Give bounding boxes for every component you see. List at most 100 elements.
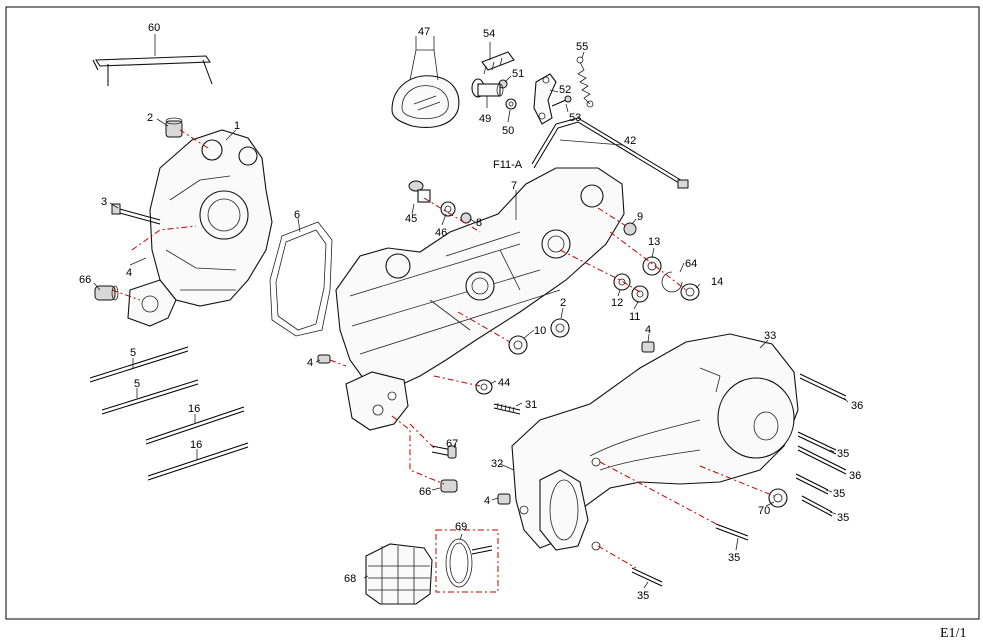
part-49-brake-cam [471, 78, 504, 98]
part-5-stud-upper [89, 346, 189, 383]
callout-45: 45 [405, 213, 417, 225]
callout-labels: 60 2 1 3 4 66 6 5 5 16 16 47 54 51 49 50… [79, 22, 863, 602]
part-5-stud-lower [101, 379, 199, 415]
page-code: E1/1 [940, 626, 966, 641]
part-35-bolt-d [715, 523, 749, 541]
part-45-bolt [408, 180, 431, 203]
part-13-bearing [642, 256, 662, 276]
part-44-washer [475, 379, 493, 395]
callout-9: 9 [637, 211, 643, 223]
callout-8: 8 [476, 217, 482, 229]
callout-1: 1 [234, 120, 240, 132]
part-6-gasket [269, 221, 333, 337]
callout-69: 69 [455, 521, 467, 533]
callout-11: 11 [629, 311, 640, 323]
callout-33: 33 [764, 330, 776, 342]
assembly-centerlines [111, 129, 775, 569]
part-9-bushing [623, 222, 637, 236]
callout-16: 16 [188, 403, 200, 415]
callout-13: 13 [648, 236, 660, 248]
callout-4: 4 [307, 357, 313, 369]
callout-4: 4 [484, 495, 490, 507]
part-10-oil-seal [508, 335, 528, 355]
part-60-tool [92, 55, 213, 86]
part-36-bolt-lower [797, 445, 847, 475]
part-50-washer [505, 98, 517, 110]
part-55-return-spring [576, 56, 594, 108]
callout-60: 60 [148, 22, 160, 34]
callout-2: 2 [147, 112, 153, 124]
part-69-callout-box [435, 529, 499, 593]
callout-36: 36 [851, 400, 863, 412]
callout-36: 36 [849, 470, 861, 482]
callout-5: 5 [134, 378, 140, 390]
callout-35: 35 [837, 512, 849, 524]
callout-4: 4 [126, 267, 132, 279]
part-70-oil-seal [768, 488, 788, 508]
callout-64: 64 [685, 258, 697, 270]
part-35-bolt-a [797, 431, 837, 455]
part-4-dowel-lower [497, 493, 511, 505]
callout-52: 52 [559, 84, 571, 96]
part-68-air-filter [365, 543, 433, 605]
callout-54: 54 [483, 28, 495, 40]
callout-68: 68 [344, 573, 356, 585]
callout-35: 35 [833, 488, 845, 500]
drawing-border [5, 6, 980, 620]
callout-f11-a: F11-A [493, 159, 523, 171]
callout-53: 53 [569, 112, 581, 124]
callout-6: 6 [294, 209, 300, 221]
part-42-rod [531, 117, 689, 189]
callout-16: 16 [190, 439, 202, 451]
callout-12: 12 [611, 297, 623, 309]
callout-49: 49 [479, 113, 491, 125]
leader-lines [93, 34, 849, 589]
part-11-bearing [631, 285, 649, 303]
callout-2: 2 [560, 297, 566, 309]
callout-42: 42 [624, 135, 636, 147]
callout-55: 55 [576, 41, 588, 53]
callout-66: 66 [419, 486, 431, 498]
callout-35: 35 [637, 590, 649, 602]
part-32-33-crankcase-cover [511, 333, 799, 551]
part-47-brake-shoes [391, 75, 460, 128]
callout-46: 46 [435, 227, 447, 239]
part-2-bushing [165, 117, 183, 138]
part-64-circlip [661, 271, 683, 293]
part-35-bolt-b [795, 473, 829, 495]
part-54-wear-indicator [481, 51, 515, 75]
callout-4: 4 [645, 324, 651, 336]
part-2-bushing-right [550, 318, 570, 338]
callout-10: 10 [534, 325, 546, 337]
part-52-brake-arm [533, 73, 557, 125]
part-14-oil-seal [680, 283, 700, 301]
callout-66: 66 [79, 274, 91, 286]
part-53-bolt [551, 95, 572, 107]
callout-35: 35 [837, 448, 849, 460]
part-12-bearing [613, 273, 631, 291]
part-46-washer [440, 201, 456, 217]
callout-5: 5 [130, 347, 136, 359]
callout-14: 14 [711, 276, 723, 288]
part-67-pin [431, 445, 457, 459]
part-1-left-crankcase [127, 129, 273, 327]
part-16-stud-lower [147, 442, 249, 481]
part-3-bolt [111, 203, 161, 225]
callout-32: 32 [491, 458, 503, 470]
part-8-plug [460, 212, 472, 224]
part-31-bolt [493, 402, 521, 415]
part-35-bolt-c [801, 495, 833, 517]
part-35-bolt-e [631, 567, 663, 587]
part-4-dowel-left [317, 354, 331, 364]
callout-51: 51 [512, 68, 524, 80]
callout-50: 50 [502, 125, 514, 137]
part-36-bolt-upper [799, 373, 847, 401]
part-66-bushing-lower [440, 479, 458, 493]
part-4-dowel-center [641, 341, 655, 353]
callout-44: 44 [498, 377, 510, 389]
part-69-hose-clamp [445, 538, 493, 588]
callout-35: 35 [728, 552, 740, 564]
callout-47: 47 [418, 26, 430, 38]
callout-3: 3 [101, 196, 107, 208]
